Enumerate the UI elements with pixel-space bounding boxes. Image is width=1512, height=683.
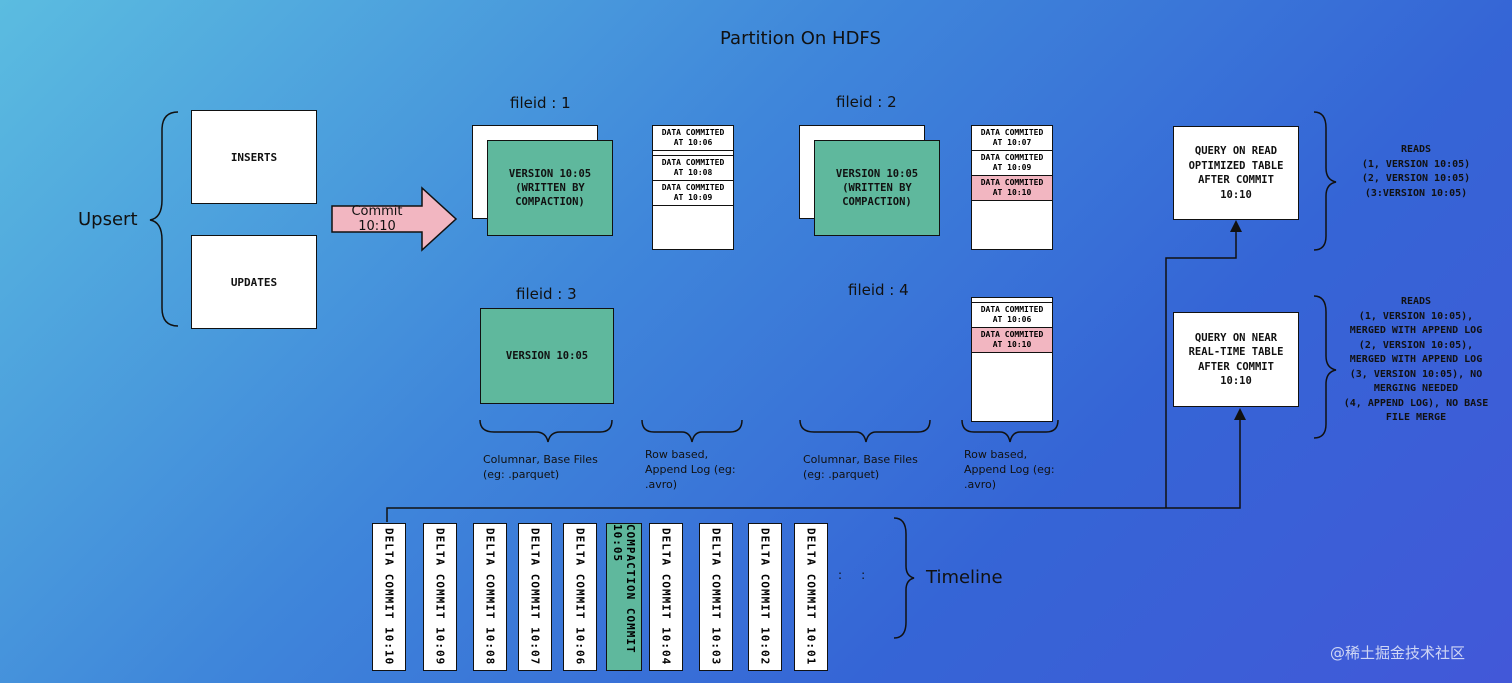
commit-arrow-label: Commit 10:10 [351, 204, 403, 234]
timeline-brace [893, 517, 915, 639]
timeline-commit: DELTA COMMIT 10:02 [748, 523, 782, 671]
query-realtime-box: QUERY ON NEAR REAL-TIME TABLE AFTER COMM… [1173, 312, 1299, 407]
timeline: DELTA COMMIT 10:10 DELTA COMMIT 10:09 DE… [372, 523, 832, 673]
timeline-commit: DELTA COMMIT 10:03 [699, 523, 733, 671]
timeline-ellipsis: : : [838, 568, 866, 582]
timeline-commit: DELTA COMMIT 10:10 [372, 523, 406, 671]
fileid-1-label: fileid : 1 [510, 94, 571, 112]
timeline-commit: DELTA COMMIT 10:07 [518, 523, 552, 671]
timeline-commit: DELTA COMMIT 10:01 [794, 523, 828, 671]
log-entry-new: DATA COMMITED AT 10:10 [972, 328, 1052, 353]
timeline-commit: DELTA COMMIT 10:06 [563, 523, 597, 671]
log-entry: DATA COMMITED AT 10:06 [972, 303, 1052, 328]
fileid-4-label: fileid : 4 [848, 281, 909, 299]
log-divider [653, 151, 733, 156]
row-note-1: Row based, Append Log (eg: .avro) [645, 448, 736, 491]
commit-arrow-shape [331, 186, 458, 252]
row1-brace [641, 419, 743, 443]
reads-realtime-note: READS (1, VERSION 10:05), MERGED WITH AP… [1343, 296, 1489, 423]
fileid-2-label: fileid : 2 [836, 93, 897, 111]
timeline-label: Timeline [926, 567, 1003, 588]
fileid-1-base-file: VERSION 10:05 (WRITTEN BY COMPACTION) [487, 140, 613, 236]
fileid-2-append-log: DATA COMMITED AT 10:07 DATA COMMITED AT … [971, 125, 1053, 250]
query-optimized-box: QUERY ON READ OPTIMIZED TABLE AFTER COMM… [1173, 126, 1299, 220]
fileid-1-append-log: DATA COMMITED AT 10:06 DATA COMMITED AT … [652, 125, 734, 250]
arrowhead-optimized [1230, 220, 1242, 232]
log-divider [972, 298, 1052, 303]
page-title: Partition On HDFS [720, 28, 881, 49]
reads-optimized-brace [1313, 111, 1337, 251]
columnar-note-1: Columnar, Base Files (eg: .parquet) [483, 453, 598, 481]
updates-box: UPDATES [191, 235, 317, 329]
watermark: @稀土掘金技术社区 [1330, 644, 1466, 662]
reads-optimized-note: READS (1, VERSION 10:05) (2, VERSION 10:… [1361, 144, 1471, 199]
upsert-brace [149, 111, 179, 327]
fileid-3-label: fileid : 3 [516, 285, 577, 303]
timeline-commit: DELTA COMMIT 10:09 [423, 523, 457, 671]
arrowhead-realtime [1234, 408, 1246, 420]
log-entry: DATA COMMITED AT 10:09 [653, 181, 733, 206]
log-entry: DATA COMMITED AT 10:07 [972, 126, 1052, 151]
fileid-4-append-log: DATA COMMITED AT 10:06 DATA COMMITED AT … [971, 297, 1053, 422]
log-entry: DATA COMMITED AT 10:09 [972, 151, 1052, 176]
columnar2-brace [799, 419, 931, 443]
fileid-3-base-file: VERSION 10:05 [480, 308, 614, 404]
reads-realtime-brace [1313, 295, 1337, 439]
timeline-commit: DELTA COMMIT 10:04 [649, 523, 683, 671]
log-entry: DATA COMMITED AT 10:08 [653, 156, 733, 181]
fileid-2-base-file: VERSION 10:05 (WRITTEN BY COMPACTION) [814, 140, 940, 236]
columnar-note-2: Columnar, Base Files (eg: .parquet) [803, 453, 918, 481]
timeline-compaction-commit: COMPACTION COMMIT 10:05 [606, 523, 642, 671]
row-note-2: Row based, Append Log (eg: .avro) [964, 448, 1055, 491]
row2-brace [961, 419, 1059, 443]
log-entry: DATA COMMITED AT 10:06 [653, 126, 733, 151]
timeline-commit: DELTA COMMIT 10:08 [473, 523, 507, 671]
log-entry-new: DATA COMMITED AT 10:10 [972, 176, 1052, 201]
inserts-box: INSERTS [191, 110, 317, 204]
columnar1-brace [479, 419, 613, 443]
upsert-label: Upsert [78, 209, 138, 230]
